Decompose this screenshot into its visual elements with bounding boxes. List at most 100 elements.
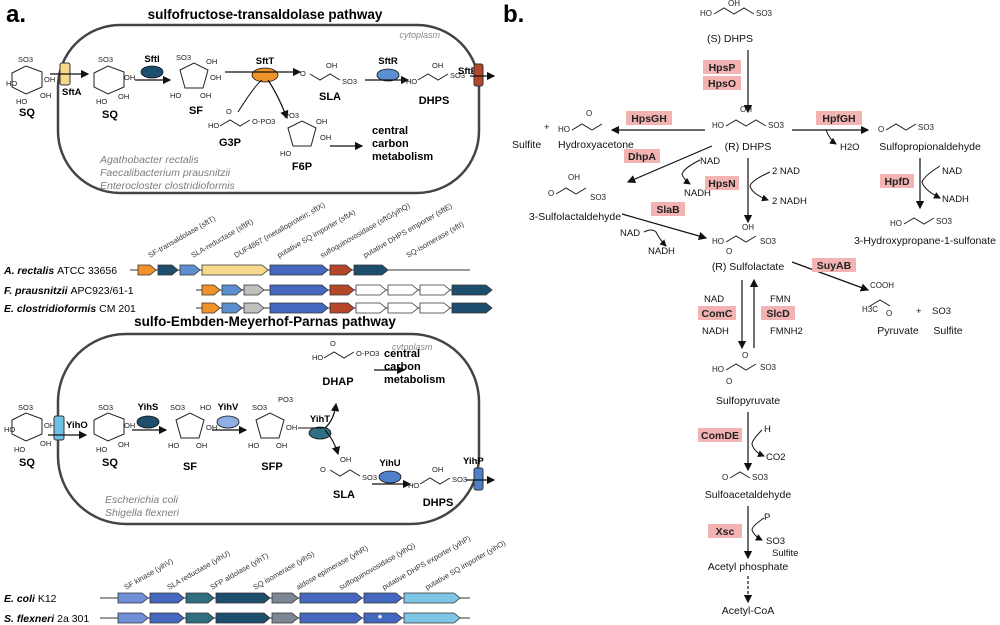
hps-label: 3-Hydroxypropane-1-sulfonate [854,235,996,247]
hpfD-cofactor-arc [921,165,941,199]
svg-text:HO: HO [4,425,15,434]
svg-text:HO: HO [700,9,712,18]
svg-text:OH: OH [728,0,740,8]
sulfopyruvate-label: Sulfopyruvate [716,395,780,407]
svg-text:SO3: SO3 [170,403,185,412]
emp-pathway-title: sulfo-Embden-Meyerhof-Parnas pathway [134,314,396,329]
emp-organism-1: Escherichia coli [105,494,179,506]
emp-sq-intracellular-structure: SO3 OH HO OH [93,403,135,454]
slaB-label: SlaB [656,204,680,216]
ec-gene-6 [387,302,419,314]
pyruvate-label: Pyruvate [877,325,919,337]
svg-text:HO: HO [312,353,323,362]
emp-central-line2: carbon [384,361,421,373]
svg-text:O: O [722,473,728,482]
fp-gene-3 [269,284,329,296]
svg-text:O: O [726,377,732,386]
svg-text:OH: OH [276,441,287,450]
sulfolactaldehyde-label: 3-Sulfolactaldehyde [529,211,621,223]
svg-text:SO3: SO3 [342,77,357,86]
sflex-gene-3 [215,612,271,624]
dhps-structure: HO OH SO3 [406,61,465,86]
f6p-output-arc [267,79,289,120]
svg-text:O: O [726,247,732,256]
yihV-enzyme-icon [216,415,240,429]
emp-sfp-label: SFP [261,461,282,473]
dhpA-cofactor-arc [681,159,701,185]
hpfD-label: HpfD [884,176,909,188]
yihO-label: YihO [66,420,88,431]
pyruvate-structure: COOH H3C O [862,281,894,318]
ecoli-gene-7 [403,592,461,604]
svg-text:OH: OH [118,440,129,449]
sft-f6p-label: F6P [292,161,312,173]
svg-text:OH: OH [200,91,211,100]
sft-sf-label: SF [189,105,203,117]
svg-text:OH: OH [44,421,55,430]
hpfD-highlight [880,174,914,188]
sft-sq-out-label: SQ [19,107,35,119]
svg-text:OH: OH [206,423,217,432]
acetyl-coa-label: Acetyl-CoA [722,605,775,617]
sq-extracellular-structure: SO3 HO HO OH OH [6,55,55,106]
sulfite3-label: Sulfite [772,548,798,559]
emp-sla-label: SLA [333,489,355,501]
comC-highlight [698,306,736,320]
sftA-label: SftA [62,87,82,98]
fp-gene-8 [451,284,493,296]
slaB-nadh: NADH [648,246,675,257]
svg-text:SO3: SO3 [362,473,377,482]
sft-strain-2: E. clostridioformis CM 201 [4,303,136,315]
dhpA-nad: NAD [700,156,720,167]
panel-a-label: a. [6,1,26,28]
svg-text:HO: HO [96,97,107,106]
comDE-h: H [764,424,771,435]
r-sulfolactate-structure: HO O OH SO3 [712,223,777,256]
svg-text:O: O [586,109,592,118]
ec-gene-3 [269,302,329,314]
hpsN-nad: 2 NAD [772,166,800,177]
hpsGH-label: HpsGH [631,113,667,125]
svg-text:SO3: SO3 [756,9,773,18]
fp-gene-2 [243,284,265,296]
comDE-highlight [698,428,742,442]
svg-text:O: O [878,125,884,134]
svg-text:SO3: SO3 [450,71,465,80]
slcD-highlight [761,306,795,320]
emp-central-line3: metabolism [384,374,445,386]
svg-text:OH: OH [432,61,443,70]
sftT-label: SftT [256,56,275,67]
sft-cytoplasm-label: cytoplasm [399,30,440,40]
svg-text:HO: HO [280,149,291,158]
ar-gene-4 [269,264,329,276]
svg-text:OH: OH [196,441,207,450]
sft-strain-0: A. rectalis ATCC 33656 [3,265,117,277]
svg-text:O: O [886,309,892,318]
emp-gene-label-4: aldose epimerase (yihR) [295,543,370,592]
sftR-label: SftR [378,56,398,67]
yihV-label: YihV [218,402,239,413]
sulfopropionaldehyde-label: Sulfopropionaldehyde [879,141,981,153]
sulfoacetaldehyde-label: Sulfoacetaldehyde [705,489,792,501]
svg-text:SO3: SO3 [936,217,953,226]
sft-central-line3: metabolism [372,151,433,163]
emp-dhap-label: DHAP [322,376,353,388]
ec-gene-4 [329,302,355,314]
sflex-pseudogene-star: * [378,613,383,625]
sft-organism-2: Faecalibacterium prausnitzii [100,167,231,179]
svg-text:HO: HO [6,79,17,88]
sflex-gene-7 [403,612,461,624]
svg-text:HO: HO [16,97,27,106]
sft-dhps-label: DHPS [419,95,450,107]
sflex-gene-0 [117,612,149,624]
slaB-nad: NAD [620,228,640,239]
ec-gene-0 [201,302,221,314]
r-sulfolactate-label: (R) Sulfolactate [712,261,785,273]
svg-text:OH: OH [124,421,135,430]
sft-gene-label-3: putative SQ importer (sftA) [276,207,358,259]
ecoli-gene-4 [271,592,299,604]
yihP-transporter [473,467,484,491]
svg-text:HO: HO [712,365,724,374]
